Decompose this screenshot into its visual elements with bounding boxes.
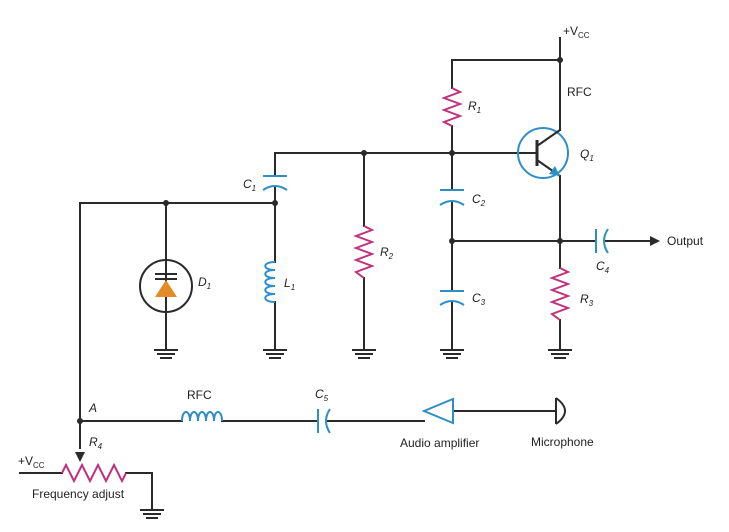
audio-amplifier-label: Audio amplifier — [400, 436, 479, 450]
node-a-label: A — [88, 401, 97, 415]
resistor-r3 — [549, 267, 571, 321]
microphone-label: Microphone — [531, 435, 594, 449]
inductor-l1 — [264, 261, 276, 303]
r1-label: R1 — [468, 99, 481, 115]
microphone-symbol — [555, 397, 566, 425]
rfc-top-label: RFC — [567, 85, 592, 99]
capacitor-c1 — [262, 175, 288, 191]
output-arrow-icon — [650, 236, 660, 246]
c3-label: C3 — [472, 291, 486, 307]
c5-label: C5 — [315, 387, 329, 403]
c2-label: C2 — [472, 192, 486, 208]
d1-label: D1 — [198, 275, 211, 291]
wires — [19, 37, 653, 511]
output-label: Output — [667, 234, 704, 248]
r3-label: R3 — [580, 292, 594, 308]
transistor-q1 — [517, 127, 569, 179]
ground-symbols — [140, 349, 572, 519]
capacitor-c4 — [595, 228, 609, 254]
resistor-r1 — [441, 87, 463, 127]
labels: +VCC RFC R1 Q1 C1 C2 R2 Output C4 D1 L1 … — [18, 24, 704, 501]
capacitor-c2 — [439, 189, 465, 206]
audio-amplifier-symbol — [421, 397, 454, 425]
rfc-bottom-label: RFC — [187, 388, 212, 402]
q1-label: Q1 — [580, 147, 594, 163]
junction-dots — [77, 57, 563, 424]
resistor-r2 — [353, 225, 375, 279]
c1-label: C1 — [243, 177, 256, 193]
vcc-left-label: +VCC — [18, 454, 45, 470]
capacitor-c3 — [439, 290, 465, 306]
varactor-d1 — [139, 259, 193, 313]
vcc-top-label: +VCC — [563, 24, 590, 40]
frequency-adjust-label: Frequency adjust — [32, 487, 125, 501]
r2-label: R2 — [380, 245, 394, 261]
l1-label: L1 — [284, 276, 295, 292]
capacitor-c5 — [317, 408, 331, 434]
potentiometer-r4 — [61, 452, 127, 484]
c4-label: C4 — [596, 259, 610, 275]
r4-label: R4 — [89, 435, 103, 451]
inductor-rfc — [181, 411, 223, 422]
